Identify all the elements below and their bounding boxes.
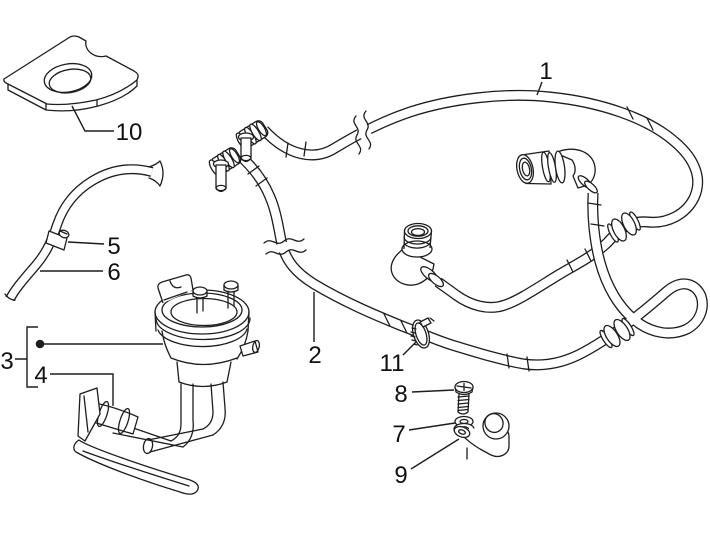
support-pad [3, 35, 139, 112]
quick-connector-up [390, 222, 445, 288]
hose-clip-5 [45, 229, 70, 251]
hose-clamp-11 [410, 317, 435, 349]
pump-bolt-right [223, 280, 239, 309]
fuel-hose-upper [259, 89, 704, 313]
hose-sleeve-marks [247, 106, 654, 372]
hose-break-symbol-2 [263, 238, 307, 255]
hose-break-symbol-1 [353, 110, 373, 155]
callout-3: 3 [0, 348, 13, 375]
hose-end-fitting-upper [235, 120, 269, 163]
callout-5: 5 [107, 233, 120, 260]
clamp-bracket-9 [453, 412, 510, 460]
screw-8 [454, 380, 474, 415]
hose-grommet-upper [607, 211, 641, 243]
quick-connector-left [515, 148, 598, 194]
callout-3-bullet-marker [35, 339, 45, 349]
fuel-hose-lower [234, 149, 708, 371]
callout-9: 9 [394, 462, 407, 489]
callout-leaders [15, 81, 543, 470]
callout-labels: 1 2 3 4 5 6 7 8 9 10 11 [0, 58, 552, 489]
callout-11: 11 [380, 350, 405, 377]
callout-10: 10 [116, 119, 143, 146]
hose-end-fitting-lower [208, 147, 242, 193]
fuel-pump-unit [73, 274, 261, 495]
callout-4: 4 [34, 362, 47, 389]
callout-6: 6 [107, 259, 120, 286]
pump-bolt-left [192, 286, 208, 314]
hose-grommet-lower [599, 317, 635, 349]
callout-8: 8 [394, 381, 407, 408]
support-pad-hole [43, 62, 93, 94]
vent-hose [4, 160, 164, 302]
callout-7: 7 [392, 421, 405, 448]
callout-1: 1 [539, 58, 552, 85]
callout-2: 2 [308, 342, 321, 369]
